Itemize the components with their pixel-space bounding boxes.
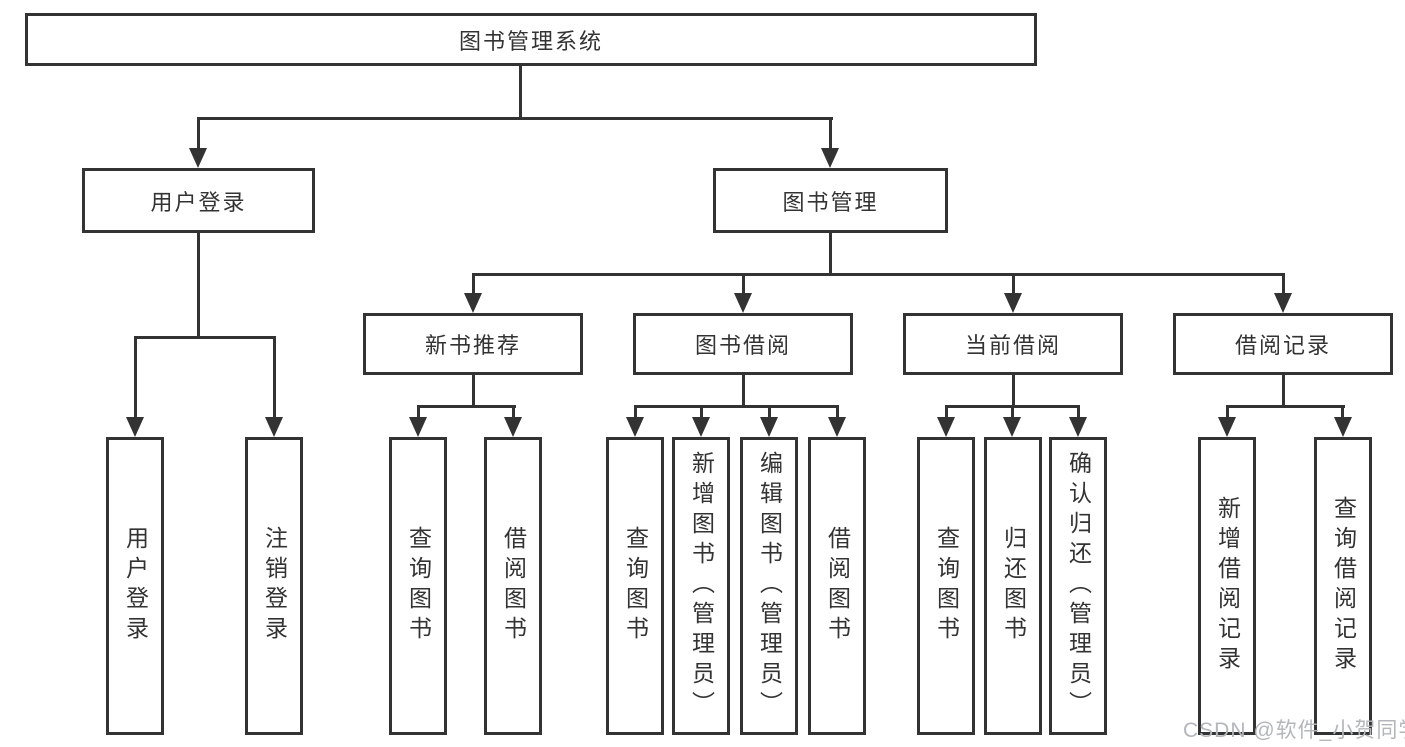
leaf-confirm-return-admin-label: 确认归还（管理员） — [1065, 451, 1092, 721]
leaf-logout-label: 注销登录 — [261, 526, 288, 646]
node-borrow-records: 借阅记录 — [1173, 313, 1393, 375]
leaf-borrow-books-label: 借阅图书 — [824, 526, 851, 646]
connector-line — [417, 405, 516, 408]
arrowhead-icon — [189, 148, 207, 168]
connector-line — [836, 405, 839, 419]
arrowhead-icon — [464, 293, 482, 313]
csdn-watermark: CSDN @软件_小贺同学 — [1183, 719, 1405, 742]
connector-line — [1226, 405, 1345, 408]
leaf-borrow-books: 借阅图书 — [808, 437, 866, 735]
connector-line — [197, 233, 200, 338]
arrowhead-icon — [504, 417, 522, 437]
leaf-return-book-label: 归还图书 — [1000, 526, 1027, 646]
connector-line — [472, 375, 475, 407]
connector-line — [1077, 405, 1080, 419]
arrowhead-icon — [1003, 417, 1021, 437]
node-new-book-recommend-label: 新书推荐 — [424, 333, 521, 358]
arrowhead-icon — [821, 148, 839, 168]
connector-line — [197, 117, 200, 151]
arrowhead-icon — [409, 417, 427, 437]
arrowhead-icon — [937, 417, 955, 437]
leaf-query-books-borrow: 查询图书 — [606, 437, 664, 735]
leaf-confirm-return-admin: 确认归还（管理员） — [1049, 437, 1107, 735]
leaf-user-login-label: 用户登录 — [122, 526, 149, 646]
connector-line — [1282, 375, 1285, 407]
connector-line — [1282, 273, 1285, 295]
node-user-login: 用户登录 — [82, 168, 315, 233]
leaf-add-borrow-record: 新增借阅记录 — [1198, 437, 1256, 735]
connector-line — [634, 405, 637, 419]
leaf-borrow-books-recommend: 借阅图书 — [484, 437, 542, 735]
connector-line — [829, 117, 832, 151]
arrowhead-icon — [1274, 293, 1292, 313]
leaf-user-login: 用户登录 — [106, 437, 164, 735]
connector-line — [197, 117, 833, 120]
arrowhead-icon — [1069, 417, 1087, 437]
node-root: 图书管理系统 — [25, 13, 1037, 66]
node-root-label: 图书管理系统 — [458, 28, 603, 54]
arrowhead-icon — [126, 417, 144, 437]
connector-line — [472, 273, 475, 295]
connector-line — [1011, 405, 1014, 419]
node-current-borrow: 当前借阅 — [903, 313, 1123, 375]
leaf-edit-book-admin-label: 编辑图书（管理员） — [756, 451, 783, 721]
leaf-edit-book-admin: 编辑图书（管理员） — [740, 437, 798, 735]
arrowhead-icon — [626, 417, 644, 437]
arrowhead-icon — [828, 417, 846, 437]
leaf-borrow-books-recommend-label: 借阅图书 — [500, 526, 527, 646]
connector-line — [768, 405, 771, 419]
connector-line — [742, 375, 745, 407]
connector-line — [134, 336, 276, 339]
leaf-return-book: 归还图书 — [984, 437, 1042, 735]
arrowhead-icon — [760, 417, 778, 437]
connector-line — [134, 336, 137, 419]
leaf-query-books-borrow-label: 查询图书 — [622, 526, 649, 646]
connector-line — [1226, 405, 1229, 419]
leaf-logout: 注销登录 — [245, 437, 303, 735]
connector-line — [417, 405, 420, 419]
leaf-query-books-current: 查询图书 — [917, 437, 975, 735]
arrowhead-icon — [1004, 293, 1022, 313]
connector-line — [1012, 273, 1015, 295]
node-book-borrow-label: 图书借阅 — [694, 333, 791, 358]
connector-line — [1341, 405, 1344, 419]
leaf-add-borrow-record-label: 新增借阅记录 — [1214, 496, 1241, 676]
leaf-query-books-recommend: 查询图书 — [389, 437, 447, 735]
node-book-manage: 图书管理 — [713, 168, 948, 233]
node-new-book-recommend: 新书推荐 — [363, 313, 583, 375]
arrowhead-icon — [734, 293, 752, 313]
leaf-add-book-admin: 新增图书（管理员） — [672, 437, 730, 735]
leaf-query-books-current-label: 查询图书 — [933, 526, 960, 646]
connector-line — [700, 405, 703, 419]
connector-line — [273, 336, 276, 419]
arrowhead-icon — [692, 417, 710, 437]
connector-line — [829, 233, 832, 275]
arrowhead-icon — [1334, 417, 1352, 437]
node-book-borrow: 图书借阅 — [633, 313, 853, 375]
arrowhead-icon — [265, 417, 283, 437]
connector-line — [519, 66, 522, 119]
node-user-login-label: 用户登录 — [150, 189, 247, 215]
connector-line — [945, 405, 948, 419]
node-current-borrow-label: 当前借阅 — [964, 333, 1061, 358]
connector-line — [512, 405, 515, 419]
leaf-add-book-admin-label: 新增图书（管理员） — [688, 451, 715, 721]
connector-line — [472, 273, 1285, 276]
node-borrow-records-label: 借阅记录 — [1234, 333, 1331, 358]
node-book-manage-label: 图书管理 — [782, 189, 879, 215]
connector-line — [742, 273, 745, 295]
leaf-query-borrow-record-label: 查询借阅记录 — [1330, 496, 1357, 676]
connector-line — [1012, 375, 1015, 407]
arrowhead-icon — [1218, 417, 1236, 437]
leaf-query-books-recommend-label: 查询图书 — [405, 526, 432, 646]
connector-line — [634, 405, 839, 408]
leaf-query-borrow-record: 查询借阅记录 — [1314, 437, 1372, 735]
